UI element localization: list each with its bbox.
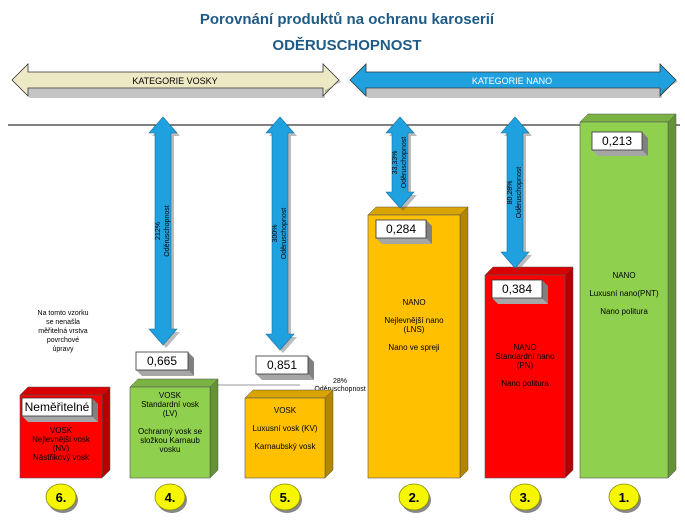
bar-text: Nejlevnější nano	[384, 316, 444, 325]
value-label: 0,284	[386, 222, 416, 236]
category-label-wax: KATEGORIE VOSKY	[132, 76, 217, 86]
arrow-caption: Oděruschopnost	[281, 208, 288, 259]
rank-label: 4.	[165, 490, 176, 505]
rank-badge: 1.	[608, 483, 641, 513]
arrow-caption: Oděruschopnost	[401, 137, 408, 188]
rank-badge: 2.	[398, 483, 431, 513]
comparison-arrow-4: 212%Oděruschopnost	[148, 116, 180, 348]
bar-text: VOSK	[50, 426, 73, 435]
bar-text: NANO	[612, 271, 635, 280]
value-box: 0,284	[375, 219, 432, 244]
arrow-percent: 300%	[272, 225, 279, 243]
bar-text: NANO	[402, 298, 425, 307]
arrow-caption: Oděruschopnost	[164, 205, 171, 256]
chart-title: Porovnání produktů na ochranu karoserií	[200, 11, 495, 28]
value-box: 0,851	[255, 355, 314, 380]
bar-text: (LV)	[163, 409, 178, 418]
bar-text: (NV)	[53, 444, 70, 453]
value-box: 0,665	[135, 351, 194, 376]
bar-text: vosku	[160, 445, 181, 454]
rank-label: 2.	[409, 490, 420, 505]
bar-text: složkou Karnaub	[140, 436, 200, 445]
value-box: Neměřitelné	[21, 397, 98, 422]
value-box: 0,384	[491, 279, 548, 304]
comparison-arrow-3: 80,28%Oděruschopnost	[500, 116, 532, 271]
bar-text: Luxusní nano(PNT)	[589, 289, 659, 298]
arrow-percent: 212%	[155, 222, 162, 240]
bar-text: Standardní vosk	[141, 400, 200, 409]
rank-badge: 6.	[45, 483, 78, 513]
connector-percent: 28%	[333, 378, 347, 385]
comparison-arrow-5: 300%Oděruschopnost	[265, 116, 297, 353]
bar-text: Nano ve spreji	[388, 343, 439, 352]
chart-subtitle: ODĚRUSCHOPNOST	[272, 36, 421, 54]
bar-text: Nano politura	[600, 307, 648, 316]
bar-text: VOSK	[159, 391, 182, 400]
bar-text: (PN)	[517, 361, 534, 370]
rank-badge: 3.	[509, 483, 542, 513]
connector-caption: Oděruschopnost	[314, 386, 365, 393]
value-box: 0,213	[591, 131, 648, 156]
category-label-nano: KATEGORIE NANO	[472, 76, 552, 86]
arrow-percent: 80,28%	[507, 181, 514, 205]
arrow-caption: Oděruschopnost	[516, 167, 523, 218]
rank-label: 5.	[280, 490, 291, 505]
bar-text: (LNS)	[404, 325, 425, 334]
value-label: 0,384	[502, 282, 532, 296]
bar-text: Nejlevnější vosk	[32, 435, 91, 444]
comparison-arrow-2: 33,33%Oděruschopnost	[385, 116, 417, 211]
bar-text: Nano politura	[501, 379, 549, 388]
value-label: Neměřitelné	[25, 400, 90, 414]
category-banner-wax: KATEGORIE VOSKY	[11, 63, 341, 98]
bar-text: Ochranný vosk se	[138, 427, 203, 436]
bar-text: Karnaubský vosk	[255, 442, 317, 451]
bar-text: Luxusní vosk (KV)	[253, 424, 318, 433]
bar-3: 80,28%Oděruschopnost 0,384NANOStandardní …	[484, 116, 574, 513]
rank-badge: 5.	[269, 483, 302, 513]
arrow-percent: 33,33%	[392, 151, 399, 175]
category-banner-nano: KATEGORIE NANO	[349, 63, 678, 98]
rank-label: 1.	[619, 490, 630, 505]
value-label: 0,851	[267, 358, 297, 372]
value-label: 0,665	[147, 354, 177, 368]
bar-text: NANO	[513, 343, 536, 352]
value-label: 0,213	[602, 134, 632, 148]
bar-text: VOSK	[274, 406, 297, 415]
rank-label: 6.	[56, 490, 67, 505]
bar-text: Standardní nano	[495, 352, 555, 361]
rank-label: 3.	[520, 490, 531, 505]
rank-badge: 4.	[154, 483, 187, 513]
bar-text: Nástřikový vosk	[33, 453, 90, 462]
